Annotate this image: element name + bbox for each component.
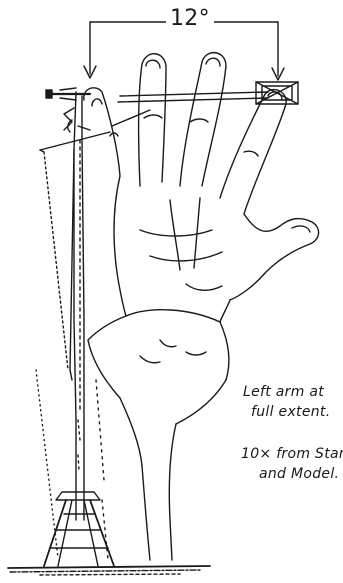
arm-caption-line2: full extent.: [251, 404, 330, 420]
measuring-rod: [46, 88, 268, 102]
sleeve: [88, 310, 229, 560]
left-hand: [84, 53, 319, 322]
distance-caption-line2: and Model.: [259, 466, 339, 482]
distance-caption-line1: 10× from Stand: [241, 446, 343, 462]
stand: [40, 92, 150, 520]
tripod-base: [8, 492, 210, 575]
arm-caption-line1: Left arm at: [243, 384, 324, 400]
angle-label: 12°: [166, 6, 214, 32]
guide-line: [36, 370, 58, 558]
